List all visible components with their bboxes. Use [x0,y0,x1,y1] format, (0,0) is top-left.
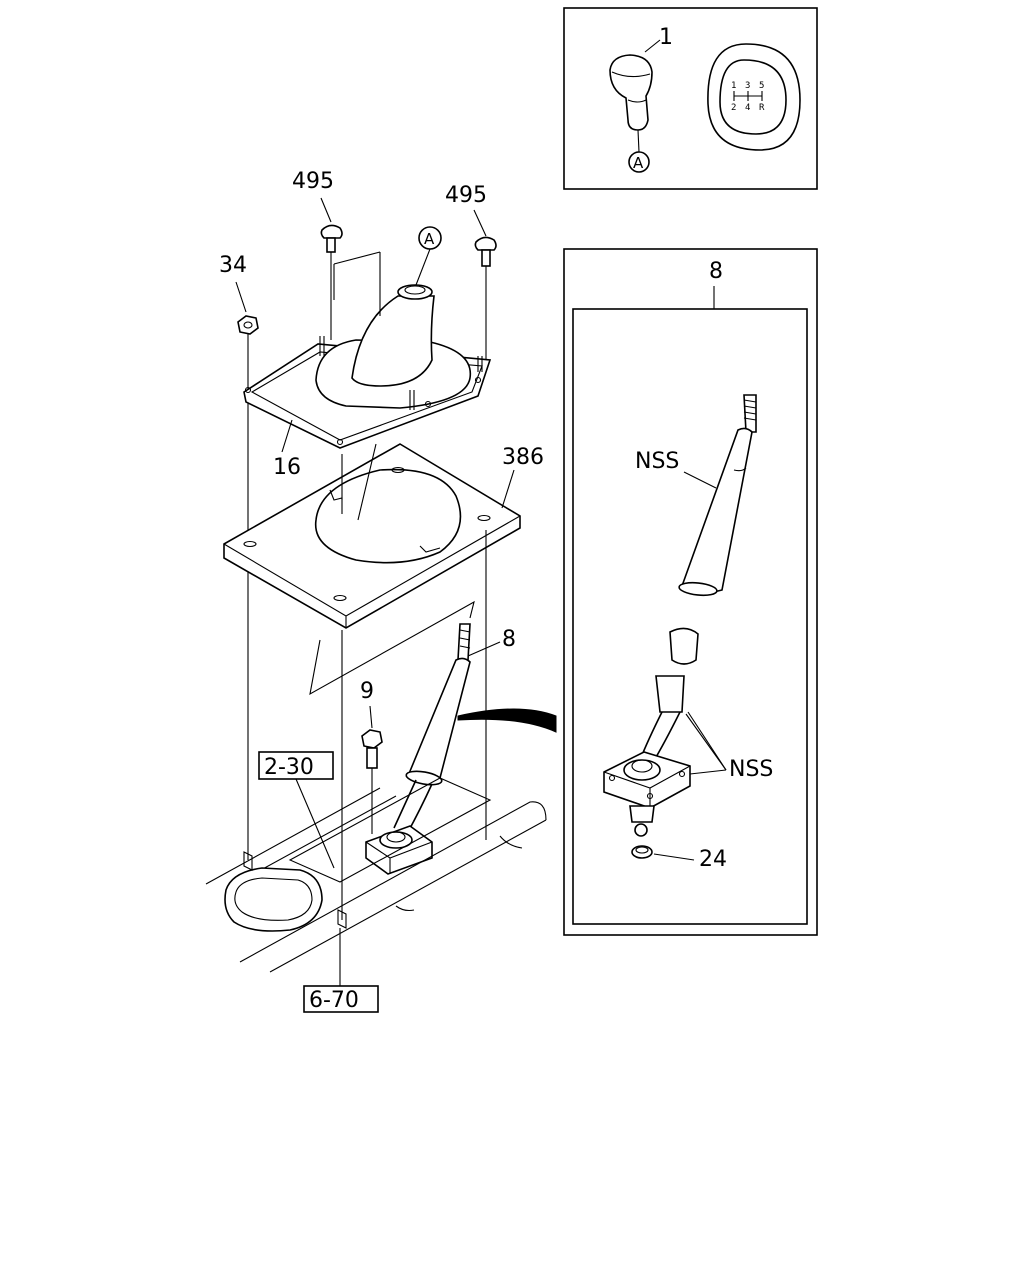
callout-boot: 16 [273,455,301,480]
callout-nss-2: NSS [729,757,773,782]
callout-ref-6-70: 6-70 [309,988,359,1013]
detail-arrow [457,708,557,733]
callout-panel: 386 [502,445,544,470]
lever-sleeve-drawing [678,394,757,597]
detail-title: 8 [709,259,723,284]
callout-bolt-left: 495 [292,169,334,194]
callout-bushing: 24 [699,847,727,872]
floor-base [205,777,547,986]
bolt-9 [361,729,383,834]
pattern-top-2: 3 [745,81,750,91]
knob-inset: 1 A 1 3 5 2 4 R [563,7,818,190]
callout-bolt-9: 9 [360,679,374,704]
ref-circle-knob [628,151,650,173]
pattern-top-1: 1 [731,81,736,91]
callout-nss-1: NSS [635,449,679,474]
bolt-495-left [320,224,343,340]
shift-boot-16 [243,251,492,449]
callout-knob-ref: A [633,154,644,172]
shift-pattern-badge: 1 3 5 2 4 R [707,43,801,151]
bolt-495-right [474,236,497,360]
main-assembly: 495 495 34 [205,169,557,1013]
pattern-bottom-1: 2 [731,103,736,113]
callout-bolt-right: 495 [445,183,487,208]
callout-lever: 8 [502,627,516,652]
floor-panel-386 [223,443,521,629]
callout-ref-2-30: 2-30 [264,755,314,780]
shift-knob-drawing [609,39,661,153]
lever-assembly-drawing [603,627,699,859]
callout-nut: 34 [219,253,247,278]
pattern-bottom-2: 4 [745,103,750,113]
pattern-bottom-3: R [759,103,765,113]
pattern-top-3: 5 [759,81,764,91]
nut-34 [237,315,259,860]
shift-lever-8 [365,623,471,875]
lever-detail-inset: 8 NSS NSS [563,248,818,936]
callout-knob: 1 [659,25,673,50]
callout-boot-ref: A [424,230,435,248]
ref-box-6-70 [303,985,379,1013]
